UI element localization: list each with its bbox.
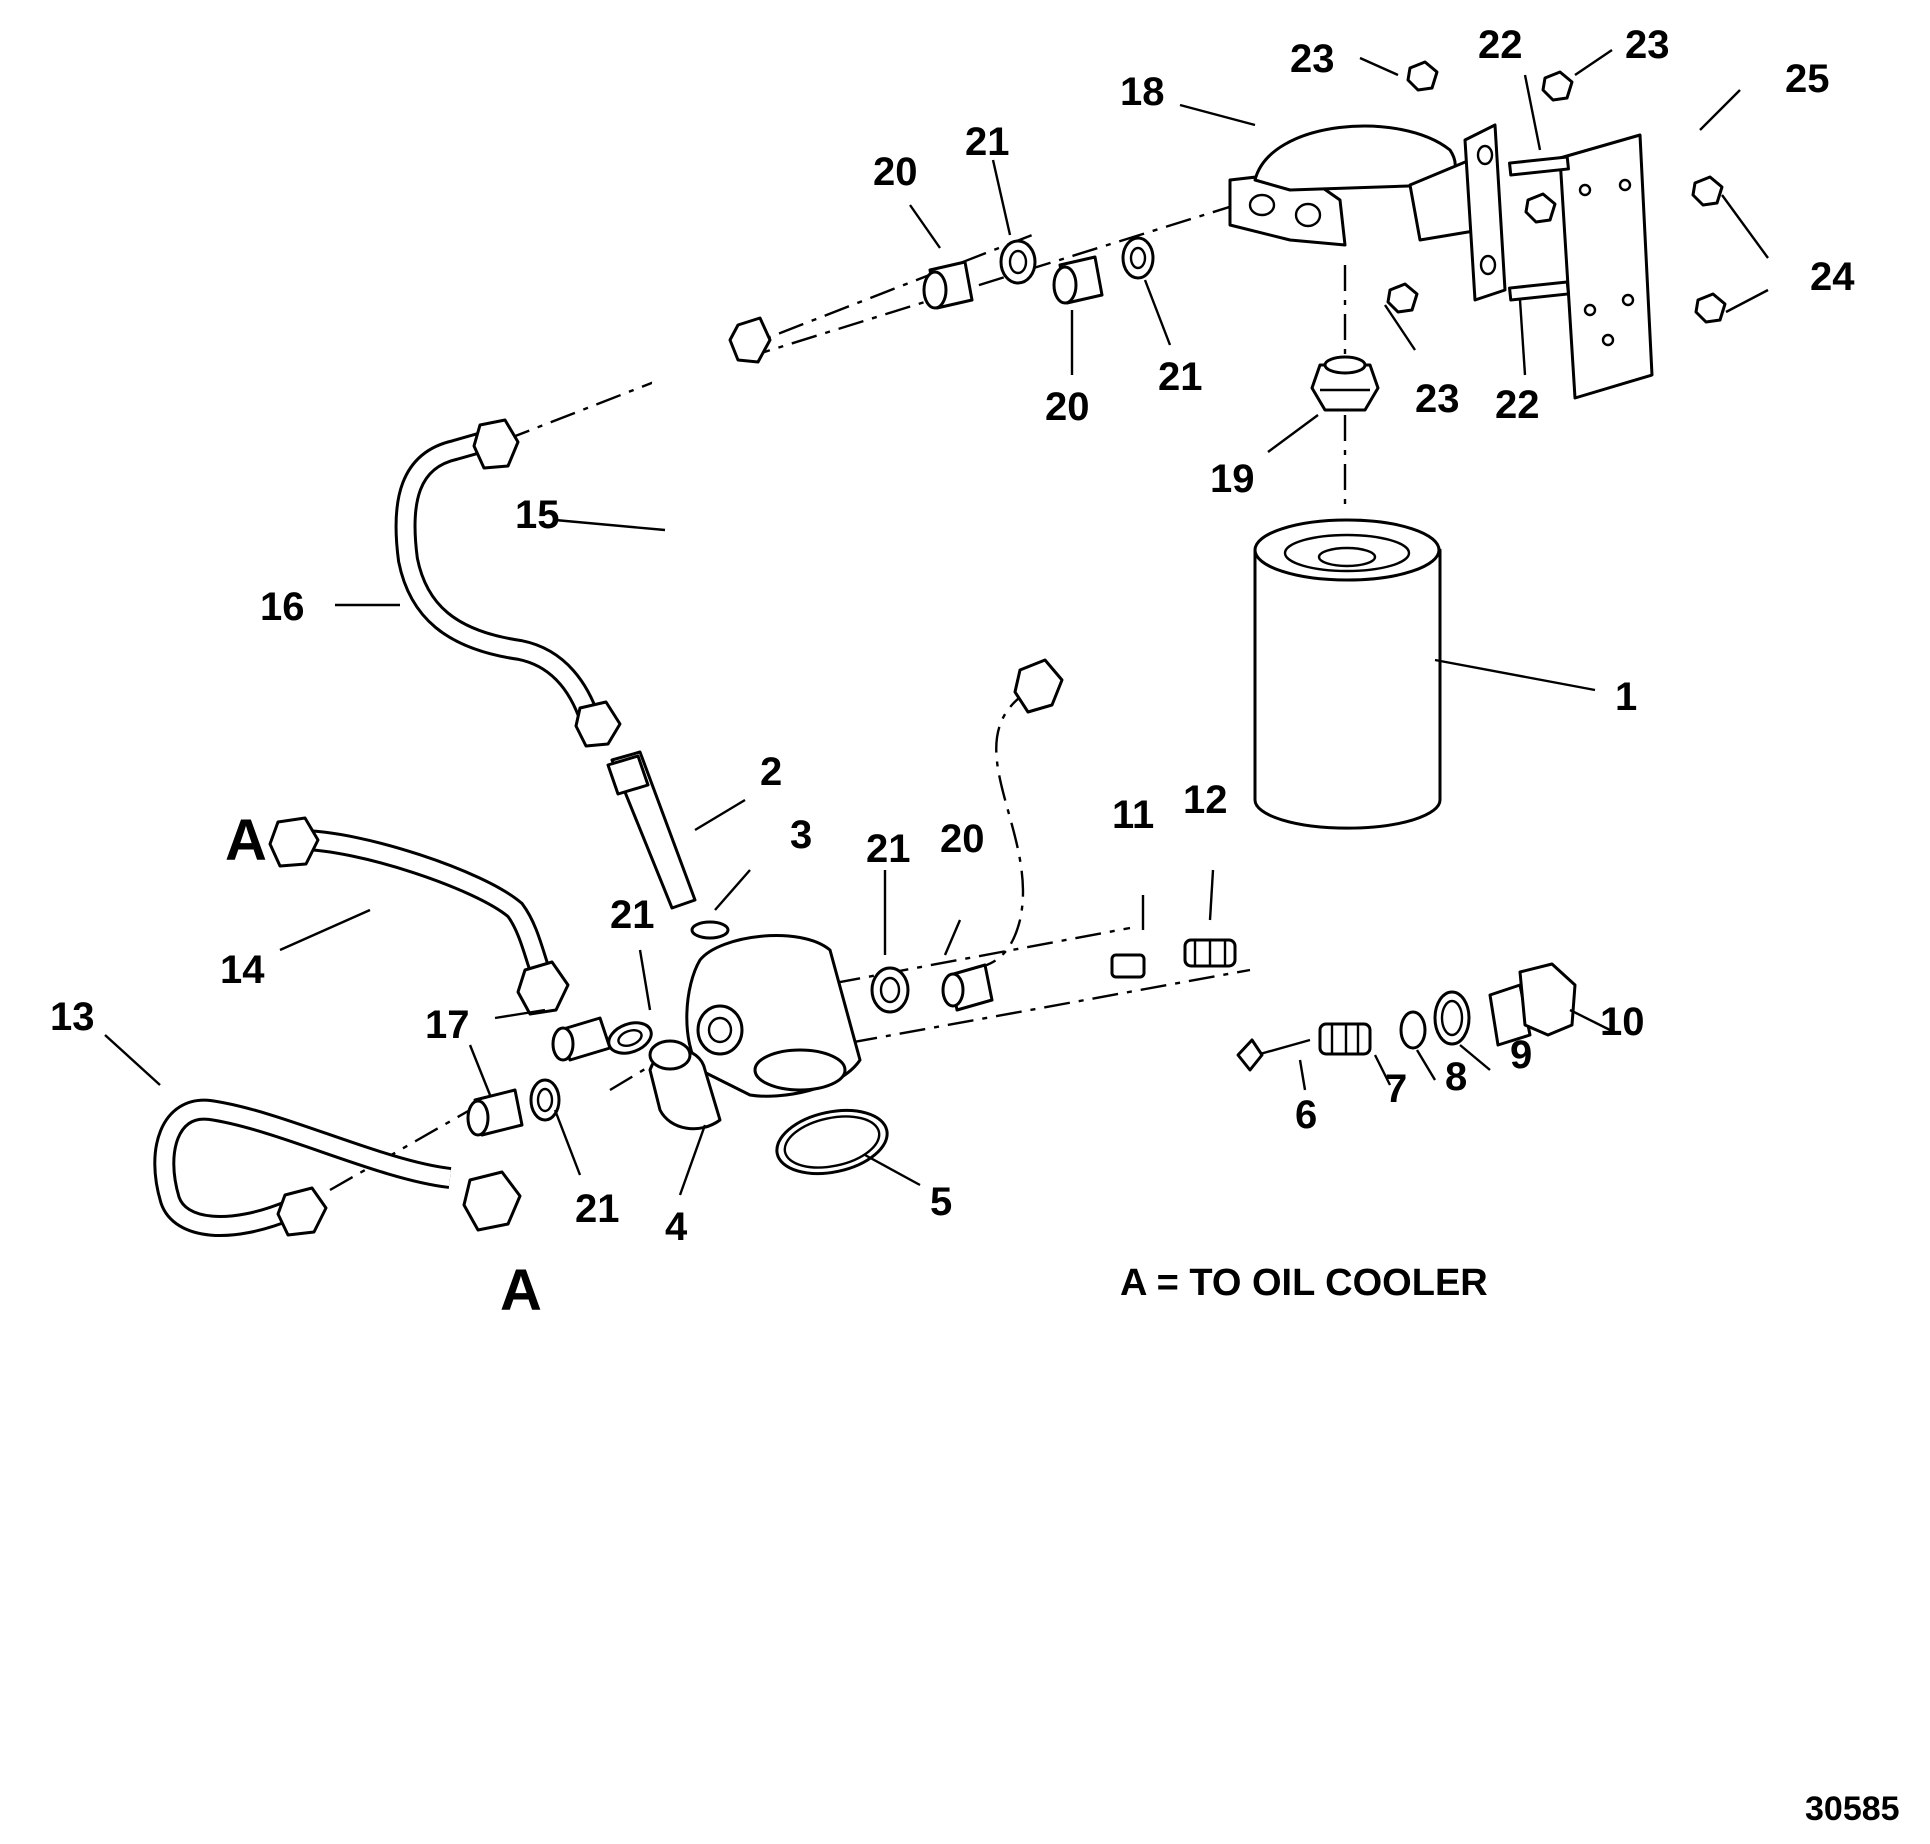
callout-21-top: 21 [965,120,1010,164]
hose-13 [153,1098,522,1237]
callout-23-top-right: 23 [1625,23,1670,67]
leader-lines [104,49,1769,1196]
callout-4: 4 [665,1205,688,1249]
adapter-fitting [1310,355,1380,412]
callout-13: 13 [50,995,95,1039]
callout-24: 24 [1810,255,1855,299]
callout-12: 12 [1183,778,1228,822]
marker-a-upper: A [225,808,267,873]
gasket [775,1108,889,1176]
callout-19: 19 [1210,457,1255,501]
callout-2: 2 [760,750,782,794]
lower-fittings [466,963,994,1137]
callout-17-upper: 17 [425,1003,470,1047]
callout-21-b: 21 [866,827,911,871]
connector-tube [606,750,730,940]
callout-22-bottom: 22 [1495,383,1540,427]
filter-adapter-body [648,934,862,1131]
marker-a-lower: A [500,1258,542,1323]
filter-head [1228,124,1482,247]
callout-11: 11 [1112,793,1154,837]
hose-16 [394,418,622,748]
callout-18: 18 [1120,70,1165,114]
nuts [1386,60,1727,324]
callout-6: 6 [1295,1093,1317,1137]
figure-number: 30585 [1805,1790,1900,1828]
callout-20-lower: 20 [940,817,985,861]
callout-15: 15 [515,493,560,537]
callout-7: 7 [1385,1067,1407,1111]
callout-25: 25 [1785,57,1830,101]
callout-23-top-left: 23 [1290,37,1335,81]
hose-15 [651,316,1102,714]
upper-fittings [922,236,1155,310]
oil-filter [1253,518,1442,830]
callout-8: 8 [1445,1055,1467,1099]
callout-14: 14 [220,948,265,992]
callout-23-bottom: 23 [1415,377,1460,421]
valve-parts [1110,938,1577,1072]
callout-labels: 1 2 3 4 5 6 7 8 9 10 11 12 13 14 15 16 1… [50,23,1855,1249]
hose-14 [268,816,570,1016]
legend-text: A = TO OIL COOLER [1120,1262,1488,1304]
callout-1: 1 [1615,675,1637,719]
callout-9: 9 [1510,1033,1532,1077]
callout-5: 5 [930,1180,952,1224]
callout-20-mid: 20 [1045,385,1090,429]
studs [1508,155,1570,302]
callout-16: 16 [260,585,305,629]
callout-20-left: 20 [873,150,918,194]
callout-21-c: 21 [575,1187,620,1231]
mounting-bracket [1463,123,1654,400]
callout-10: 10 [1600,1000,1645,1044]
callout-22-top: 22 [1478,23,1523,67]
callout-21-a: 21 [610,893,655,937]
callout-3: 3 [790,813,812,857]
callout-21-mid: 21 [1158,355,1203,399]
